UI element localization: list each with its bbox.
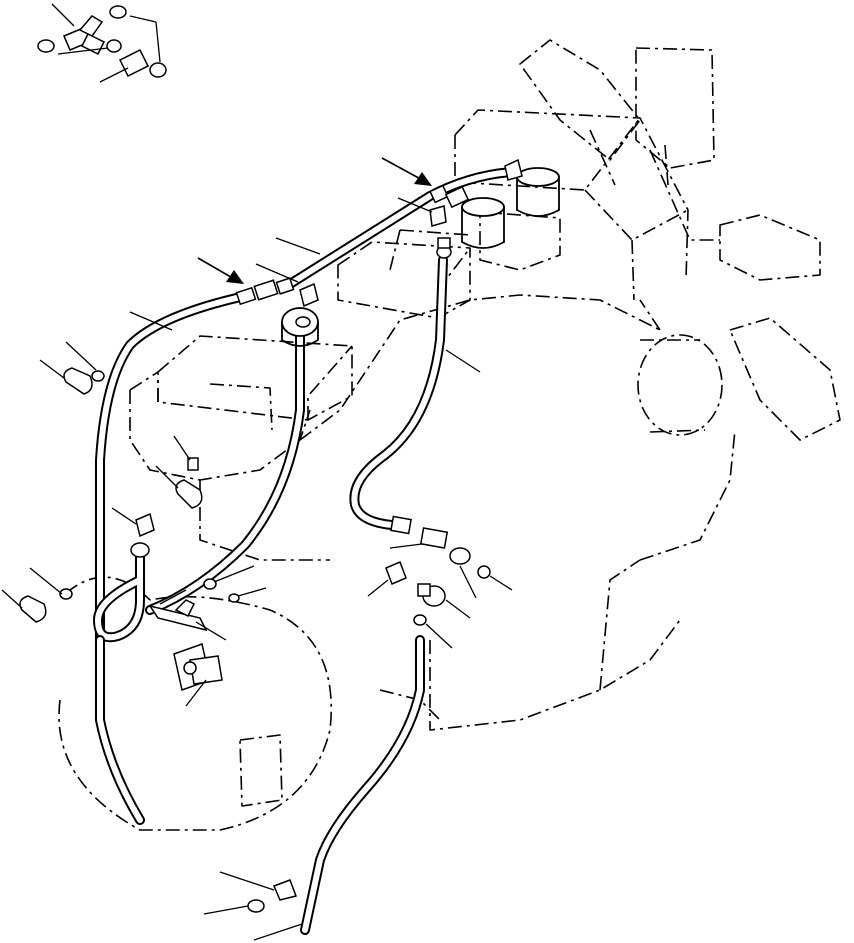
bracket [148, 578, 240, 632]
hose-fittings [130, 158, 523, 558]
hose-clamp [19, 588, 73, 623]
hose-clamp [175, 457, 203, 509]
filter-canisters [461, 167, 560, 249]
alternator-outline [637, 299, 723, 436]
leader-lines [1, 3, 513, 941]
engine-block-outline [129, 109, 736, 731]
flow-arrows [197, 157, 432, 284]
hose-clamp [247, 879, 297, 913]
connector-fitting [385, 547, 491, 626]
coolant-hoses [93, 167, 517, 935]
inset-parts [37, 5, 167, 78]
cooling-fan-outline [519, 39, 841, 441]
hose-clamp [63, 367, 105, 395]
flange-fitting [173, 643, 223, 691]
small-parts [19, 5, 491, 913]
